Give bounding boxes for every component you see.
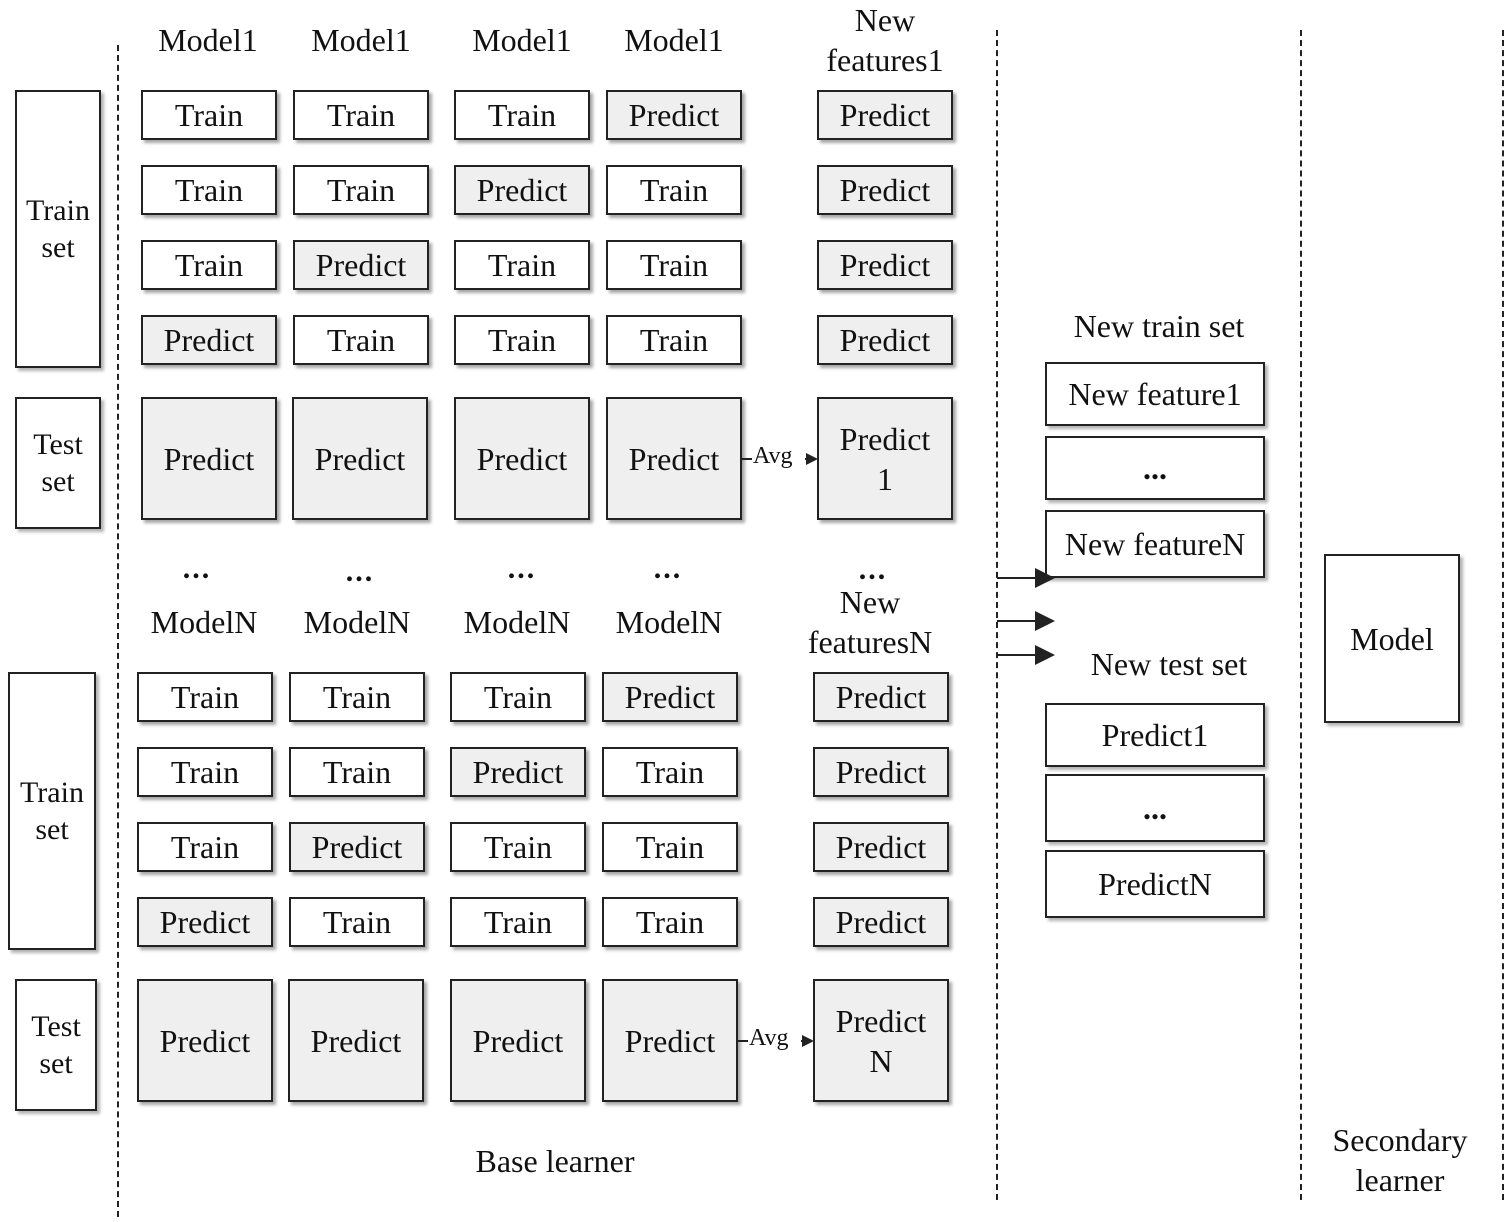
feature-cell-predict: Predict bbox=[813, 747, 949, 797]
fold-cell-train: Train bbox=[137, 747, 273, 797]
fold-cell-train: Train bbox=[141, 90, 277, 140]
separator-base-left bbox=[117, 45, 119, 1217]
fold-cell-train: Train bbox=[606, 165, 742, 215]
separator-secondary-left bbox=[1300, 30, 1302, 1200]
fold-cell-predict: Predict bbox=[606, 90, 742, 140]
fold-cell-train: Train bbox=[602, 747, 738, 797]
feature-cell-predict: Predict bbox=[813, 822, 949, 872]
feature-cell-predict: Predict bbox=[813, 672, 949, 722]
fold-cell-predict: Predict bbox=[602, 672, 738, 722]
avg-label: Avg bbox=[749, 1025, 789, 1051]
model-label: Model1 bbox=[472, 22, 572, 58]
new-test-cell: Predict1 bbox=[1045, 703, 1265, 767]
feature-cell-predict: Predict bbox=[817, 90, 953, 140]
fold-cell-predict: Predict bbox=[289, 822, 425, 872]
separator-secondary-right bbox=[1502, 30, 1504, 1200]
model-label: ModelN bbox=[303, 604, 411, 640]
ellipsis: ... bbox=[182, 552, 212, 585]
fold-cell-train: Train bbox=[450, 897, 586, 947]
fold-cell-train: Train bbox=[454, 240, 590, 290]
test-output-predict: Predict 1 bbox=[817, 397, 953, 520]
fold-cell-train: Train bbox=[606, 315, 742, 365]
train-set-label: Train set bbox=[8, 672, 96, 950]
train-set-label: Train set bbox=[15, 90, 101, 368]
new-test-set-title: New test set bbox=[1090, 646, 1248, 682]
feature-cell-predict: Predict bbox=[813, 897, 949, 947]
fold-cell-predict: Predict bbox=[141, 315, 277, 365]
fold-cell-train: Train bbox=[450, 672, 586, 722]
test-cell-predict: Predict bbox=[288, 979, 424, 1102]
fold-cell-train: Train bbox=[606, 240, 742, 290]
fold-cell-predict: Predict bbox=[450, 747, 586, 797]
new-test-cell: PredictN bbox=[1045, 850, 1265, 918]
new-feature-ellipsis: ... bbox=[1045, 436, 1265, 500]
fold-cell-train: Train bbox=[137, 672, 273, 722]
secondary-model-box: Model bbox=[1324, 554, 1460, 723]
test-cell-predict: Predict bbox=[137, 979, 273, 1102]
fold-cell-train: Train bbox=[141, 240, 277, 290]
ellipsis: ... bbox=[858, 553, 888, 586]
fold-cell-train: Train bbox=[450, 822, 586, 872]
secondary-learner-label: Secondary learner bbox=[1332, 1122, 1468, 1198]
model-label: Model1 bbox=[311, 22, 411, 58]
test-cell-predict: Predict bbox=[450, 979, 586, 1102]
fold-cell-train: Train bbox=[602, 822, 738, 872]
fold-cell-train: Train bbox=[293, 165, 429, 215]
fold-cell-train: Train bbox=[289, 747, 425, 797]
new-features-label: New featuresN bbox=[807, 584, 933, 660]
new-test-ellipsis: ... bbox=[1045, 774, 1265, 842]
fold-cell-train: Train bbox=[454, 90, 590, 140]
model-label: ModelN bbox=[463, 604, 571, 640]
feature-cell-predict: Predict bbox=[817, 315, 953, 365]
ellipsis: ... bbox=[507, 552, 537, 585]
fold-cell-train: Train bbox=[602, 897, 738, 947]
fold-cell-train: Train bbox=[454, 315, 590, 365]
model-label: Model1 bbox=[158, 22, 258, 58]
test-cell-predict: Predict bbox=[602, 979, 738, 1102]
test-cell-predict: Predict bbox=[141, 397, 277, 520]
test-set-label: Test set bbox=[15, 397, 101, 529]
fold-cell-predict: Predict bbox=[293, 240, 429, 290]
new-features-label: New features1 bbox=[826, 2, 944, 78]
fold-cell-train: Train bbox=[293, 315, 429, 365]
test-cell-predict: Predict bbox=[606, 397, 742, 520]
test-cell-predict: Predict bbox=[454, 397, 590, 520]
fold-cell-train: Train bbox=[293, 90, 429, 140]
test-set-label: Test set bbox=[15, 979, 97, 1111]
model-label: ModelN bbox=[150, 604, 258, 640]
feature-cell-predict: Predict bbox=[817, 165, 953, 215]
fold-cell-train: Train bbox=[289, 672, 425, 722]
new-train-set-title: New train set bbox=[1073, 308, 1245, 344]
model-label: Model1 bbox=[624, 22, 724, 58]
new-feature-cell: New feature1 bbox=[1045, 362, 1265, 426]
separator-base-right bbox=[996, 30, 998, 1200]
ellipsis: ... bbox=[345, 555, 375, 588]
base-learner-label: Base learner bbox=[475, 1143, 635, 1179]
fold-cell-predict: Predict bbox=[137, 897, 273, 947]
ellipsis: ... bbox=[653, 552, 683, 585]
feature-cell-predict: Predict bbox=[817, 240, 953, 290]
fold-cell-train: Train bbox=[141, 165, 277, 215]
fold-cell-train: Train bbox=[289, 897, 425, 947]
avg-label: Avg bbox=[753, 443, 793, 469]
fold-cell-predict: Predict bbox=[454, 165, 590, 215]
new-feature-cell: New featureN bbox=[1045, 510, 1265, 578]
test-cell-predict: Predict bbox=[292, 397, 428, 520]
test-output-predict: Predict N bbox=[813, 979, 949, 1102]
model-label: ModelN bbox=[615, 604, 723, 640]
fold-cell-train: Train bbox=[137, 822, 273, 872]
